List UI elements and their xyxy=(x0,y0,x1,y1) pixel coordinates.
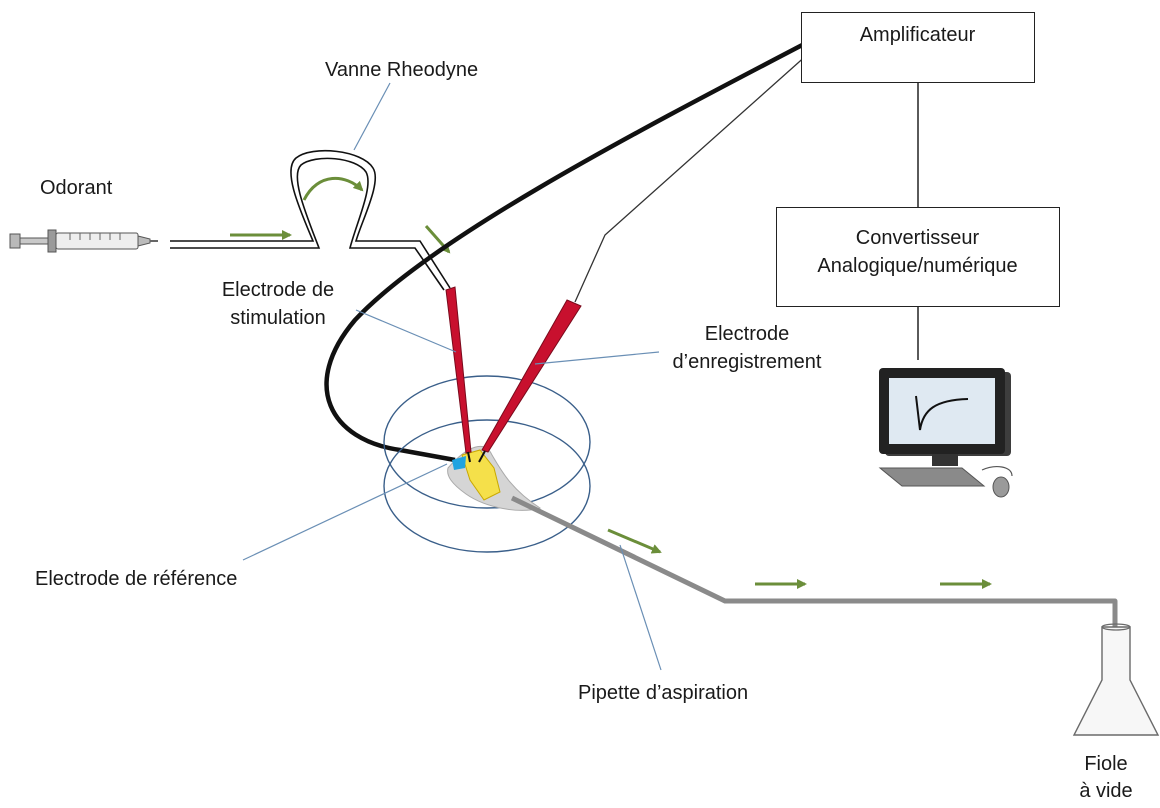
flask-label-line2: à vide xyxy=(1079,780,1133,802)
stimulation-electrode xyxy=(445,286,472,454)
syringe-icon xyxy=(9,229,158,253)
leader-aspiration xyxy=(619,544,662,671)
computer-icon xyxy=(878,368,1013,498)
reference-label: Electrode de référence xyxy=(35,568,238,590)
stimulation-label-line2: stimulation xyxy=(230,307,326,329)
valve-label: Vanne Rheodyne xyxy=(325,59,479,81)
amplifier-label: Amplificateur xyxy=(859,24,976,46)
aspiration-label: Pipette d’aspiration xyxy=(578,682,749,704)
converter-label-line1: Convertisseur xyxy=(855,227,980,249)
leader-stimulation xyxy=(355,309,457,353)
amplifier-box: Amplificateur xyxy=(801,12,1035,83)
leader-reference xyxy=(242,463,448,561)
recording-label-line1: Electrode xyxy=(704,323,790,345)
recording-electrode xyxy=(481,299,582,453)
odorant-tube xyxy=(170,149,451,291)
flow-arrow-icon xyxy=(302,177,364,201)
aspiration-pipe xyxy=(510,495,1118,700)
reference-cable xyxy=(324,40,810,463)
leader-lines xyxy=(242,82,662,671)
tissue-sample xyxy=(461,449,501,501)
flow-arrow-icon xyxy=(607,528,662,554)
converter-box: Convertisseur Analogique/numérique xyxy=(776,207,1060,307)
converter-label-line2: Analogique/numérique xyxy=(817,255,1018,277)
flask-label-line1: Fiole xyxy=(1084,753,1128,775)
vacuum-flask-icon xyxy=(1072,623,1160,736)
petri-dish xyxy=(383,375,591,553)
recording-wire xyxy=(574,53,809,303)
reference-electrode-tip xyxy=(452,456,466,470)
odorant-label: Odorant xyxy=(40,177,113,199)
stimulation-label-line1: Electrode de xyxy=(221,279,335,301)
leader-recording xyxy=(534,351,660,365)
leader-valve xyxy=(353,82,391,151)
recording-label-line2: d’enregistrement xyxy=(672,351,822,373)
